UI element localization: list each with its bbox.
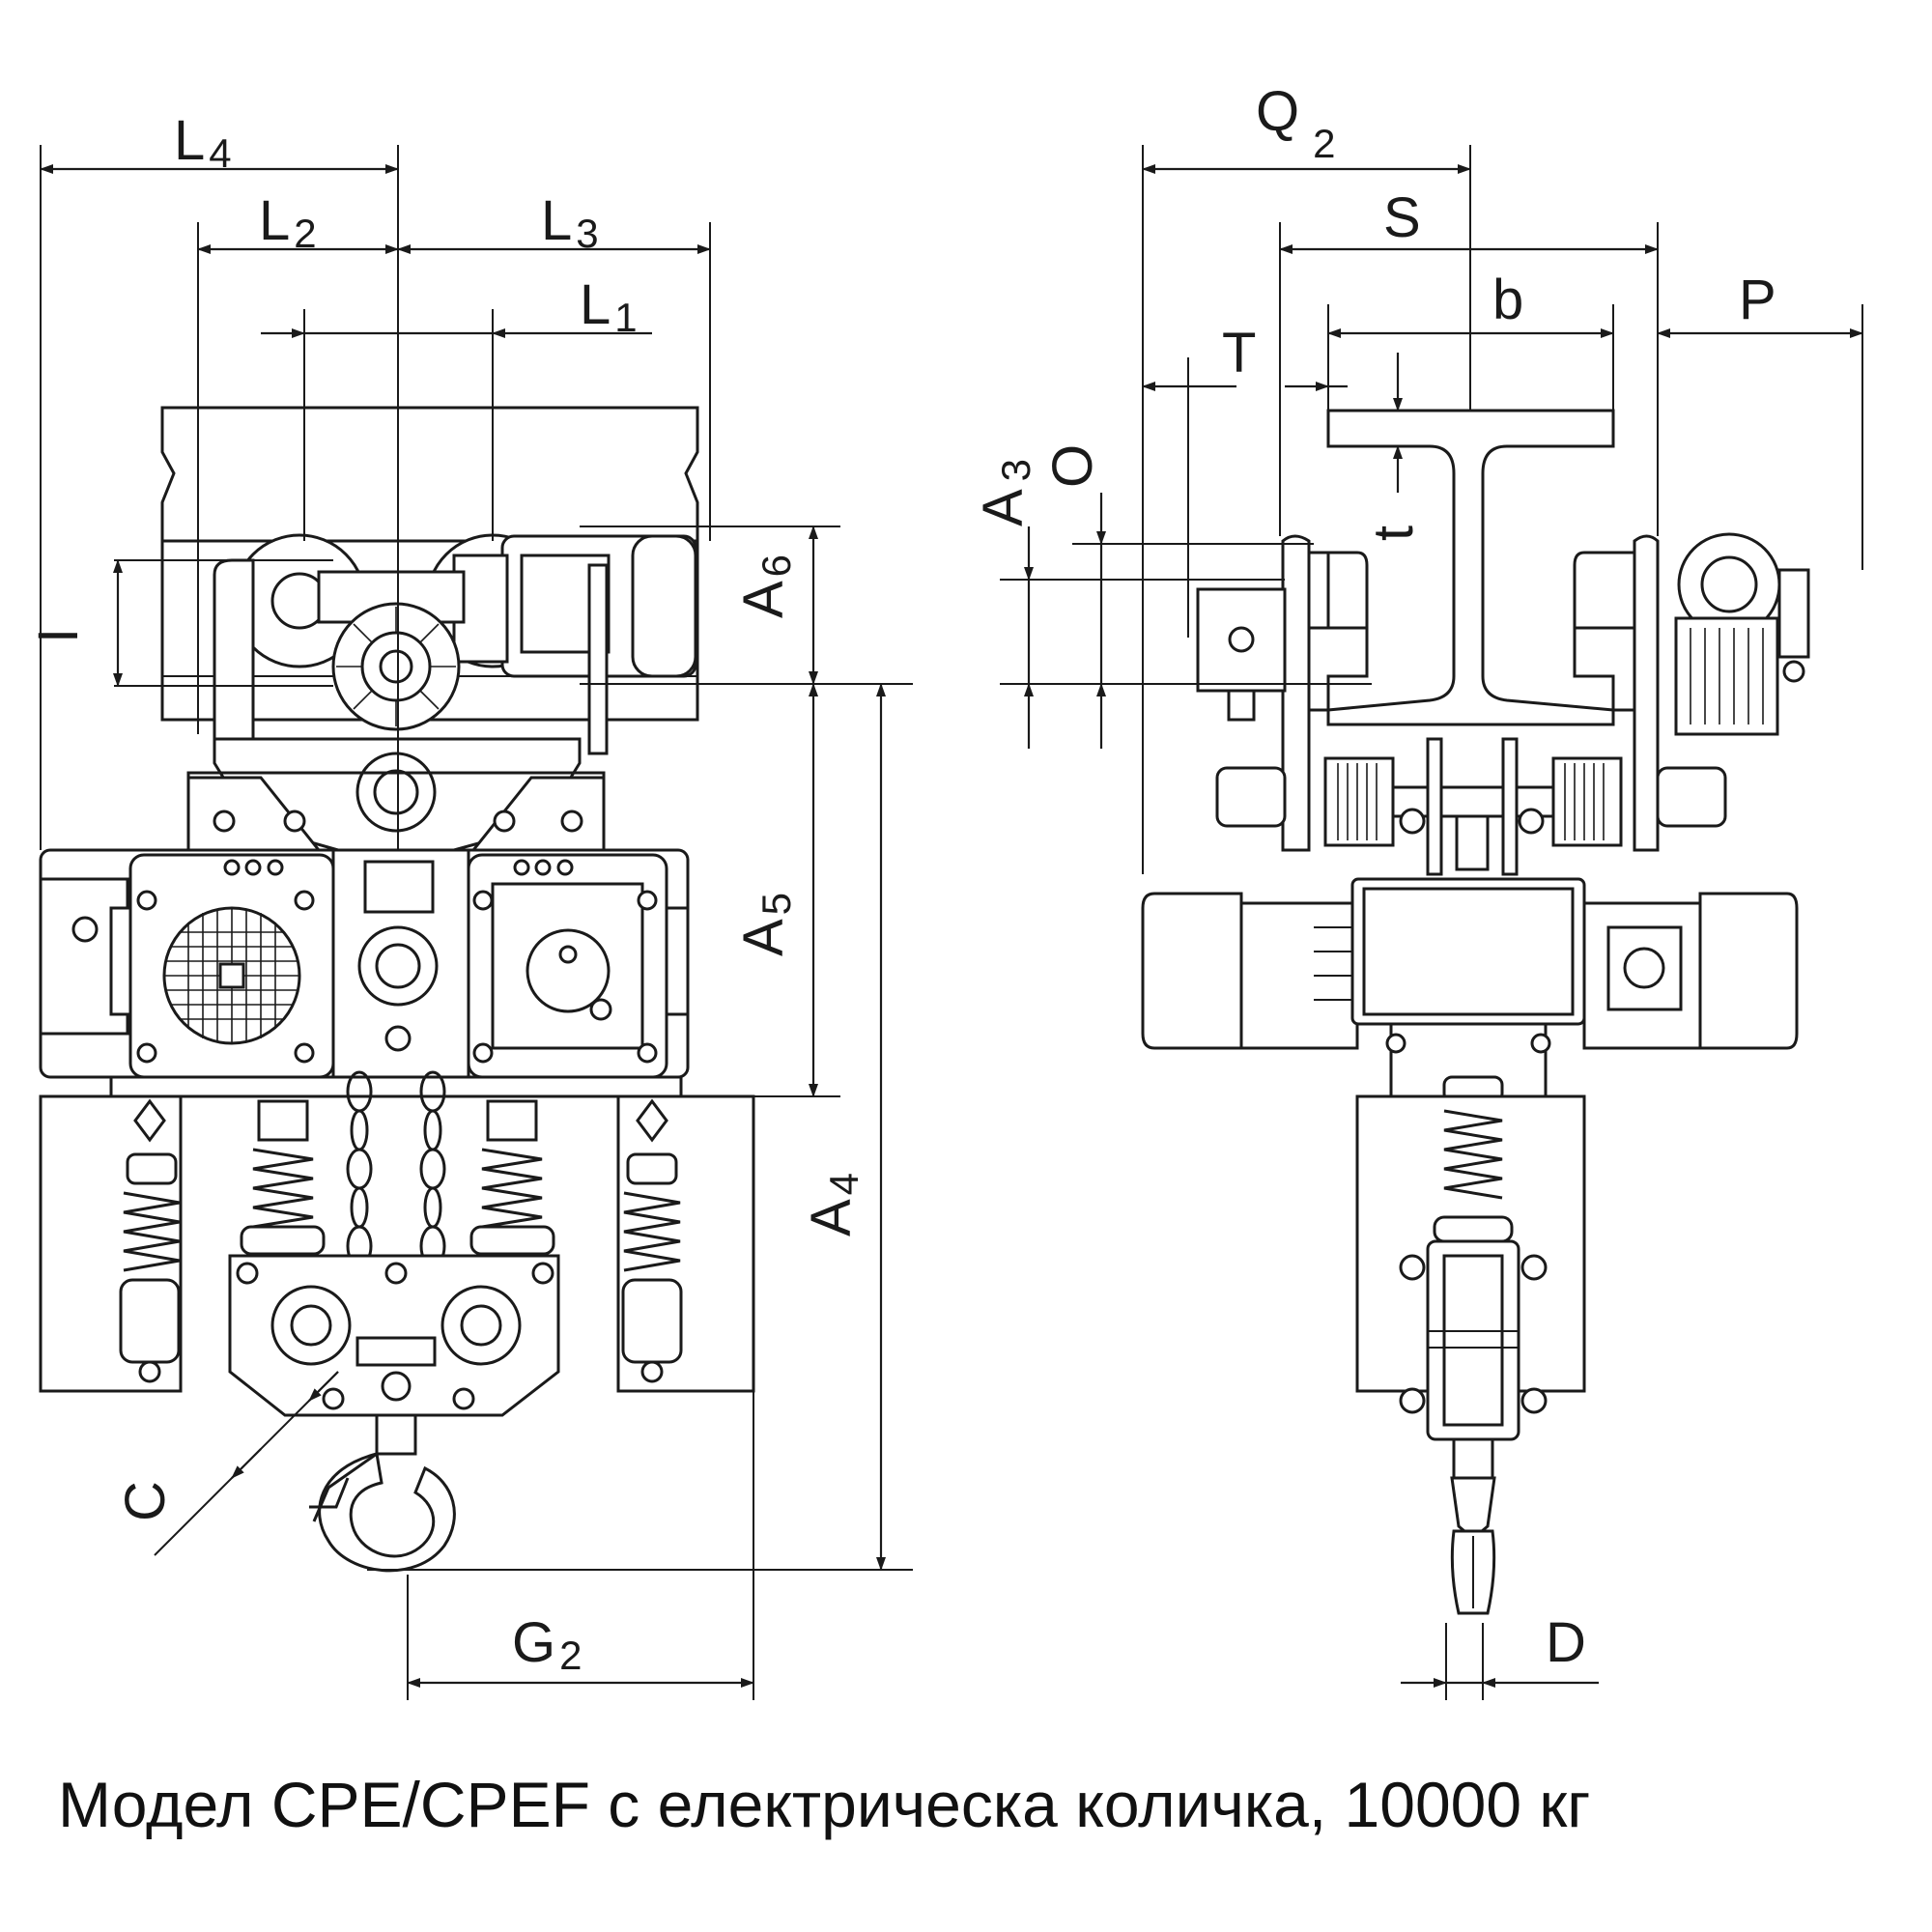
label-s: S [1383,186,1421,249]
hook-side [1450,1437,1496,1615]
label-c: C [114,1481,177,1521]
dimension-labels: L4 L2 L3 L1 I A6 A5 A4 C G2 Q2 S b P T A… [27,80,1776,1678]
label-t-upper: T [1222,322,1256,384]
hoist-body-side [1141,877,1799,1103]
dims-front [40,145,913,1700]
label-b: b [1492,269,1523,331]
label-i: I [27,628,90,643]
trolley-wheels-side [1215,737,1727,876]
label-a5: A5 [732,893,799,956]
label-o: O [1041,444,1104,488]
hoist-body-front [39,848,690,1098]
load-chains-front [346,1070,446,1267]
bottom-block-front [228,1254,560,1417]
label-t-lower: t [1362,526,1425,541]
label-a6: A6 [732,554,799,618]
drawing-caption: Модел CPE/CPEF с електрическа количка, 1… [58,1769,1591,1840]
label-a4: A4 [800,1173,867,1236]
bottom-block-side [1399,1109,1548,1441]
label-a3: A3 [972,459,1038,526]
dims-side [1000,145,1863,1700]
label-d: D [1546,1611,1586,1674]
label-l3: L3 [541,189,599,256]
side-view [1000,145,1863,1700]
gearbox-front [331,602,461,731]
beam-side [1326,409,1615,726]
label-p: P [1739,269,1776,331]
front-view [39,145,913,1700]
hook-front [309,1413,456,1573]
label-l1: L1 [580,273,638,340]
chain-springs-front [119,1098,683,1383]
trolley-drive-motor-side [1674,532,1810,736]
label-g2: G2 [512,1611,582,1678]
label-q2: Q2 [1256,80,1335,166]
label-l4: L4 [174,109,232,176]
label-l2: L2 [259,189,317,256]
trolley-plates-side [1196,534,1660,852]
